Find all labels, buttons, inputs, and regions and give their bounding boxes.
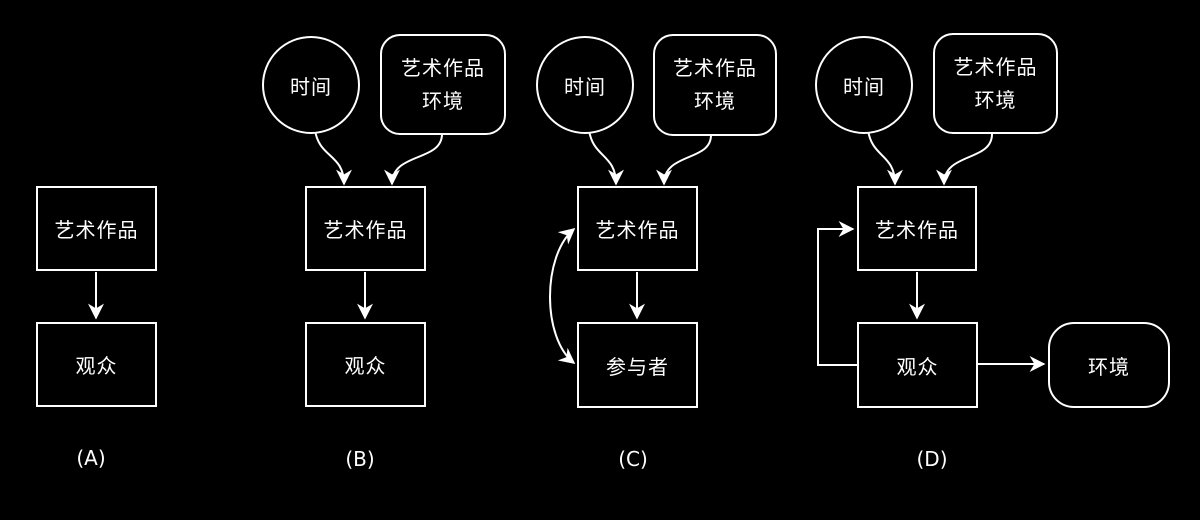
- panel-a-artwork-box: 艺术作品: [36, 186, 157, 271]
- panel-b-time-circle: 时间: [262, 36, 360, 134]
- panel-d-artwork-box: 艺术作品: [857, 186, 977, 271]
- panel-d-artwork-label: 艺术作品: [875, 218, 959, 242]
- edge-d-time-to-artwork: [867, 129, 903, 186]
- panel-a-audience-box: 观众: [36, 322, 157, 407]
- panel-c-artwork-box: 艺术作品: [577, 186, 698, 271]
- panel-d-environment-label: 环境: [1088, 354, 1130, 379]
- edge-b-env-to-artwork: [384, 133, 443, 186]
- panel-d-time-label: 时间: [843, 74, 885, 99]
- panel-d-env-line2: 环境: [974, 87, 1017, 112]
- panel-d-audience-box: 观众: [857, 322, 978, 408]
- panel-b-env-line1: 艺术作品: [401, 55, 485, 80]
- edge-c-env-to-artwork: [656, 134, 712, 186]
- edge-c-feedback-arc: [549, 227, 576, 364]
- panel-d-environment-result-box: 环境: [1048, 322, 1170, 408]
- panel-b-artwork-box: 艺术作品: [305, 186, 426, 271]
- panel-d-time-circle: 时间: [815, 36, 913, 134]
- panel-b-audience-label: 观众: [344, 354, 387, 378]
- panel-b-audience-box: 观众: [305, 322, 426, 407]
- panel-b-label: (B): [345, 447, 375, 471]
- panel-b-time-label: 时间: [290, 74, 332, 99]
- panel-c-time-label: 时间: [564, 74, 606, 99]
- panel-c-env-line2: 环境: [694, 89, 736, 113]
- edge-d-audience-feedback-to-artwork: [817, 221, 857, 366]
- panel-c-label: (C): [618, 447, 648, 471]
- panel-c-time-circle: 时间: [536, 36, 634, 134]
- panel-c-artwork-label: 艺术作品: [595, 218, 680, 242]
- edge-c-time-to-artwork: [588, 129, 624, 186]
- panel-b-artwork-label: 艺术作品: [323, 218, 408, 242]
- edge-b-time-to-artwork: [314, 129, 352, 186]
- panel-a-audience-label: 观众: [75, 354, 118, 378]
- panel-c-participant-label: 参与者: [606, 354, 669, 379]
- panel-b-env-line2: 环境: [422, 88, 464, 113]
- panel-b-environment-top-box: 艺术作品 环境: [380, 34, 506, 135]
- panel-c-environment-top-box: 艺术作品 环境: [653, 34, 777, 136]
- panel-d-audience-label: 观众: [896, 354, 939, 379]
- panel-c-env-line1: 艺术作品: [673, 56, 757, 80]
- panel-a-artwork-label: 艺术作品: [54, 218, 139, 242]
- panel-d-env-line1: 艺术作品: [953, 54, 1038, 79]
- panel-c-participant-box: 参与者: [577, 322, 698, 408]
- panel-d-environment-top-box: 艺术作品 环境: [933, 33, 1058, 134]
- panel-a-label: (A): [76, 446, 106, 470]
- edge-d-env-to-artwork: [936, 133, 993, 186]
- panel-d-label: (D): [916, 447, 948, 471]
